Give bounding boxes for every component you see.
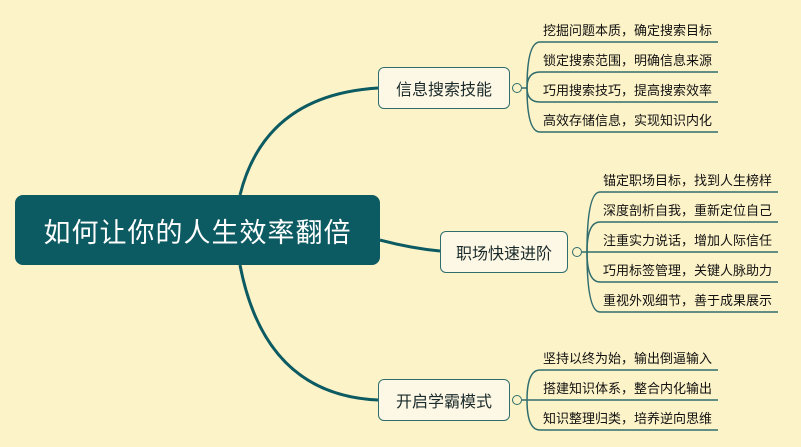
branch-topic-label: 信息搜索技能 [395,80,492,99]
collapse-toggle-icon[interactable] [512,395,522,405]
leaf-item[interactable]: 坚持以终为始，输出倒逼输入 [543,352,713,367]
leaf-item[interactable]: 搭建知识体系，整合内化输出 [543,382,713,397]
branch-topic-label: 职场快速进阶 [455,244,552,263]
leaf-item[interactable]: 锁定搜索范围，明确信息来源 [543,54,713,69]
collapse-toggle-icon[interactable] [512,83,522,93]
branch-topic-study-mode[interactable]: 开启学霸模式 [378,379,510,421]
root-topic-label: 如何让你的人生效率翻倍 [43,217,352,249]
leaf-item[interactable]: 巧用标签管理，关键人脉助力 [603,264,773,279]
leaf-item[interactable]: 锚定职场目标，找到人生榜样 [603,174,773,189]
leaf-item[interactable]: 重视外观细节，善于成果展示 [603,294,773,309]
leaf-item[interactable]: 高效存储信息，实现知识内化 [543,114,713,129]
root-topic[interactable]: 如何让你的人生效率翻倍 [15,195,380,265]
leaf-item[interactable]: 知识整理归类，培养逆向思维 [543,412,713,427]
leaf-item[interactable]: 挖掘问题本质，确定搜索目标 [543,24,713,39]
branch-topic-info-search[interactable]: 信息搜索技能 [378,67,510,109]
leaf-item[interactable]: 巧用搜索技巧，提高搜索效率 [543,84,713,99]
branch-topic-label: 开启学霸模式 [395,392,492,411]
branch-topic-career[interactable]: 职场快速进阶 [440,231,568,273]
leaf-item[interactable]: 注重实力说话，增加人际信任 [603,234,773,249]
collapse-toggle-icon[interactable] [572,247,582,257]
leaf-item[interactable]: 深度剖析自我，重新定位自己 [603,204,773,219]
